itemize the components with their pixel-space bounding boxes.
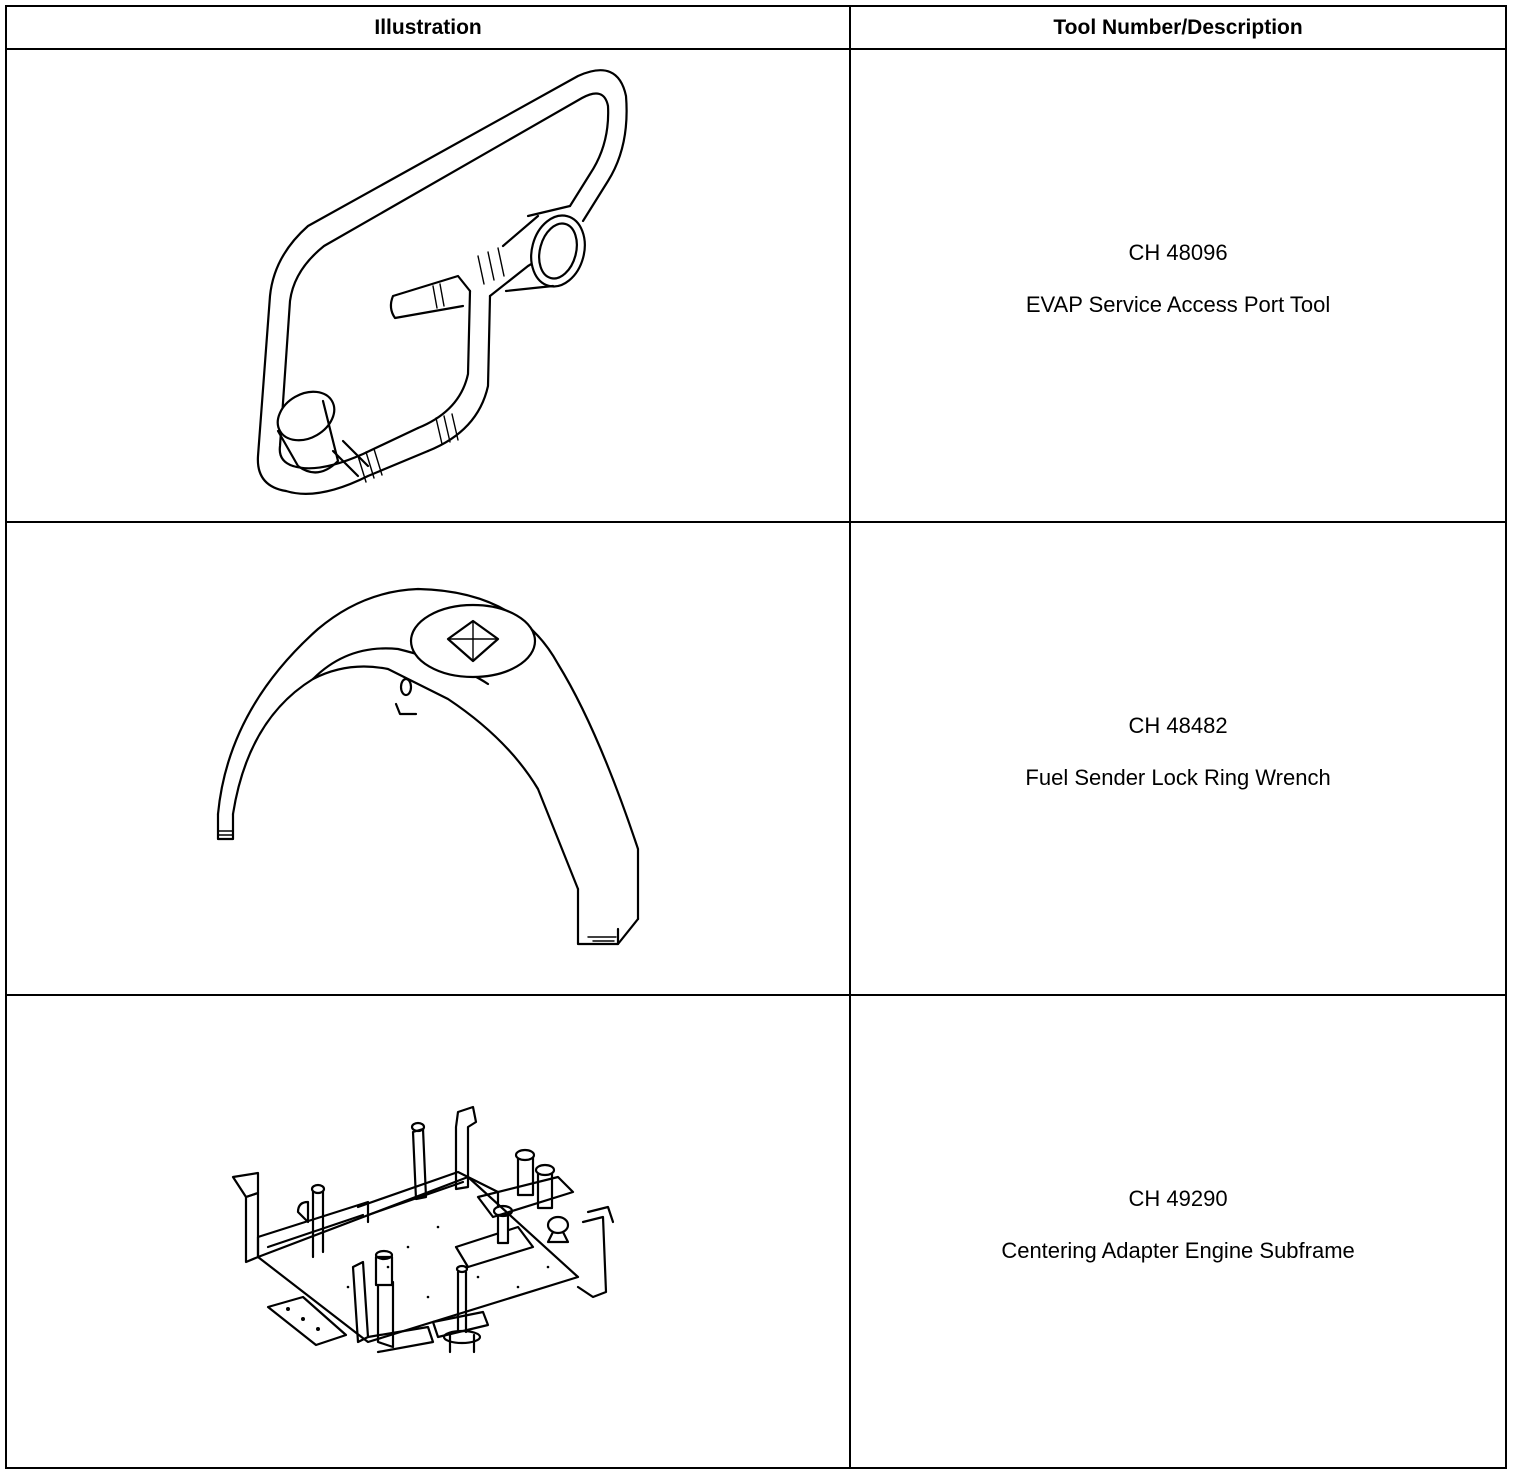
tool-info-cell: CH 49290 Centering Adapter Engine Subfra…	[849, 994, 1507, 1469]
illustration-cell	[4, 48, 852, 523]
lock-ring-wrench-icon	[216, 587, 640, 945]
tool-number: CH 48096	[1128, 239, 1228, 265]
tool-number: CH 48482	[1128, 712, 1228, 738]
subframe-adapter-icon	[231, 1105, 615, 1353]
special-tools-table: Illustration Tool Number/Description	[4, 5, 1507, 1469]
table-row: CH 48096 EVAP Service Access Port Tool	[4, 48, 1507, 523]
tool-number: CH 49290	[1128, 1185, 1228, 1211]
tool-description: Fuel Sender Lock Ring Wrench	[1025, 764, 1331, 790]
evap-hose-assembly-icon	[256, 68, 628, 495]
tool-info-cell: CH 48096 EVAP Service Access Port Tool	[849, 48, 1507, 523]
table-row: CH 49290 Centering Adapter Engine Subfra…	[4, 994, 1507, 1469]
tool-description: EVAP Service Access Port Tool	[1025, 291, 1331, 317]
illustration-header: Illustration	[4, 5, 852, 50]
tool-info-cell: CH 48482 Fuel Sender Lock Ring Wrench	[849, 521, 1507, 996]
tool-header: Tool Number/Description	[849, 5, 1507, 50]
header-row: Illustration Tool Number/Description	[4, 5, 1507, 50]
illustration-cell	[4, 994, 852, 1469]
tool-description: Centering Adapter Engine Subframe	[1001, 1237, 1355, 1263]
table-row: CH 48482 Fuel Sender Lock Ring Wrench	[4, 521, 1507, 996]
illustration-cell	[4, 521, 852, 996]
